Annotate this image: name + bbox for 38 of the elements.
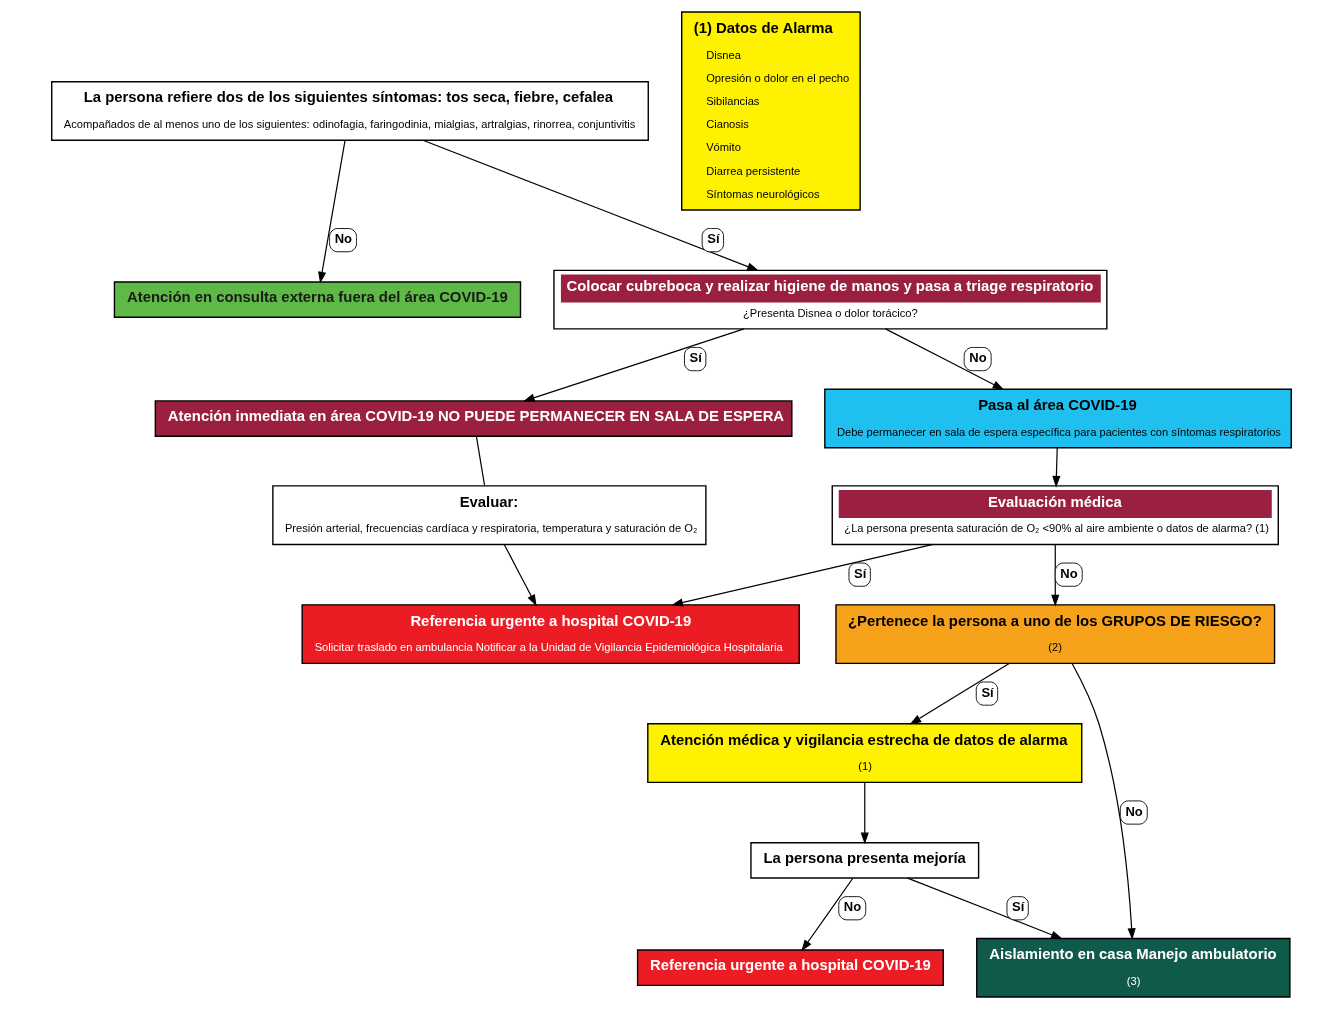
node-box: Atención médica y vigilancia estrecha de datos de alarma (1) xyxy=(646,723,1082,784)
node-box: Referencia urgente a hospital COVID-19 Solicitar traslado en ambulancia Notificar a la Unidad de Vigilancia Epidemiológica Hospitalaria xyxy=(300,604,800,665)
edge-label: No xyxy=(1059,565,1078,581)
node-box: Evaluación médica ¿La persona presenta saturación de O₂ <90% al aire ambiente o datos de alarma? (1) xyxy=(831,485,1279,546)
arrow xyxy=(522,328,745,402)
node-box: Atención en consulta externa fuera del área COVID-19 xyxy=(113,281,521,318)
edge-label: No xyxy=(843,899,861,915)
arrow xyxy=(317,139,346,284)
node-box: (1) Datos de Alarma Disnea Opresión o dolor en el pecho Sibilancias Cianosis Vómito Diarrea persistente Síntomas neurológicos xyxy=(680,11,861,211)
node-box: Referencia urgente a hospital COVID-19 xyxy=(636,949,944,987)
node-box: Aislamiento en casa Manejo ambulatorio (3) xyxy=(975,937,1291,998)
edge-label: Sí xyxy=(706,231,720,247)
node-box: La persona refiere dos de los siguientes síntomas: tos seca, fiebre, cefalea Acompañados de al menos uno de los siguientes: odinofagia, faringodinia, mialgias, artralgias, rinorrea, conjuntivitis xyxy=(50,81,649,141)
arrow xyxy=(1050,543,1059,607)
connector xyxy=(475,435,485,487)
edge-label: No xyxy=(334,231,352,247)
edge-label: No xyxy=(1124,803,1143,819)
node-box: Pasa al área COVID-19 Debe permanecer en sala de espera específica para pacientes con síntomas respiratorios xyxy=(823,388,1292,449)
edge-label: No xyxy=(968,350,987,366)
arrow xyxy=(906,877,1063,940)
node-box: ¿Pertenece la persona a uno de los GRUPOS DE RIESGO? (2) xyxy=(834,604,1275,665)
arrow xyxy=(670,543,934,607)
node-box: Atención inmediata en área COVID-19 NO PUEDE PERMANECER EN SALA DE ESPERA xyxy=(154,400,793,437)
edge-label: Sí xyxy=(980,684,994,700)
edge-label: Sí xyxy=(1011,899,1024,915)
arrow xyxy=(800,877,853,952)
node-box: Colocar cubreboca y realizar higiene de manos y pasa a triage respiratorio ¿Presenta Disnea o dolor torácico? xyxy=(552,269,1108,330)
node-box: La persona presenta mejoría xyxy=(749,842,979,879)
node-box: Evaluar: Presión arterial, frecuencias cardíaca y respiratoria, temperatura y saturación de O₂ xyxy=(271,485,707,546)
arrow xyxy=(1071,663,1136,940)
arrow xyxy=(421,139,759,271)
edge-label: Sí xyxy=(853,565,866,581)
arrow xyxy=(503,543,537,607)
edge-label: Sí xyxy=(689,350,702,366)
arrow xyxy=(1051,447,1060,488)
arrow xyxy=(884,328,1004,390)
arrow xyxy=(909,662,1010,725)
arrow xyxy=(860,781,869,845)
